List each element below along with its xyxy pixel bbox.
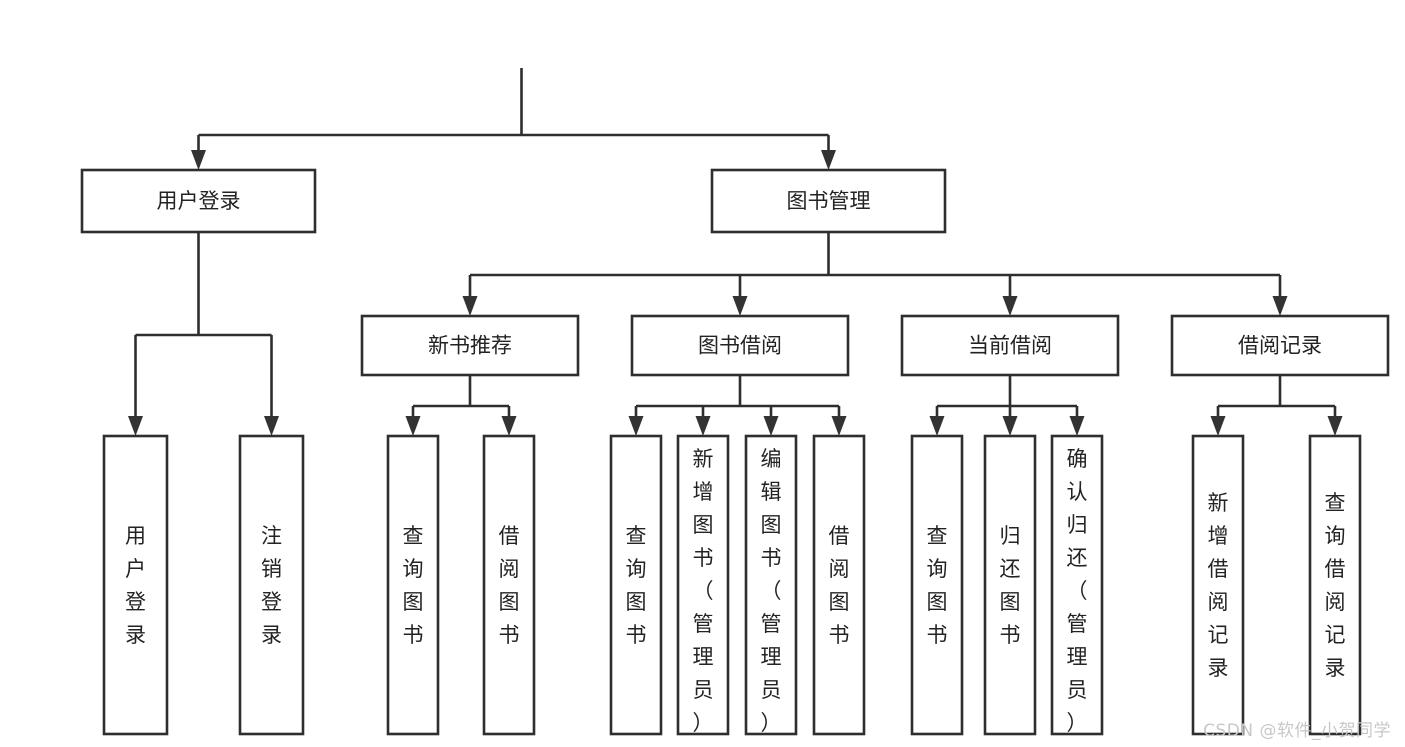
- node-label-leaf-confirm-return-admin: 确认归还（管理员）: [1067, 447, 1088, 735]
- node-user-login[interactable]: 用户登录: [80, 168, 317, 234]
- node-label-leaf-query-book-2: 查询图书: [626, 524, 647, 647]
- node-leaf-borrow-book-1[interactable]: 借阅图书: [482, 434, 536, 736]
- node-box-leaf-borrow-book-1: [482, 434, 536, 736]
- node-box-leaf-user-logout: [238, 434, 305, 736]
- arrowhead-to-leaf-query-book-1: [405, 416, 421, 436]
- node-label-leaf-user-login: 用户登录: [125, 524, 146, 647]
- node-layer: 用户登录图书管理新书推荐图书借阅当前借阅借阅记录用户登录注销登录查询图书借阅图书…: [80, 168, 1390, 736]
- arrowhead-to-new-book-recommend: [462, 296, 478, 316]
- node-box-leaf-user-login: [102, 434, 169, 736]
- node-leaf-return-book[interactable]: 归还图书: [983, 434, 1037, 736]
- node-label-leaf-add-book-admin: 新增图书（管理员）: [693, 447, 714, 735]
- node-box-leaf-add-book-admin: [676, 434, 730, 736]
- arrowhead-to-current-borrow: [1002, 296, 1018, 316]
- node-leaf-confirm-return-admin[interactable]: 确认归还（管理员）: [1050, 434, 1104, 736]
- node-label-leaf-borrow-book-1: 借阅图书: [499, 524, 520, 647]
- node-box-new-book-recommend: [360, 314, 580, 377]
- node-label-leaf-borrow-book-2: 借阅图书: [829, 524, 850, 647]
- node-box-book-manage: [710, 168, 947, 234]
- node-label-leaf-edit-book-admin: 编辑图书（管理员）: [761, 447, 782, 735]
- arrowhead-to-leaf-user-login: [128, 416, 143, 436]
- node-box-leaf-query-borrow-record: [1308, 434, 1362, 736]
- node-label-leaf-query-borrow-record: 查询借阅记录: [1325, 491, 1346, 680]
- arrowhead-to-leaf-confirm-return-admin: [1069, 416, 1085, 436]
- node-box-leaf-edit-book-admin: [744, 434, 798, 736]
- node-label-leaf-query-book-3: 查询图书: [927, 524, 948, 647]
- node-leaf-query-book-2[interactable]: 查询图书: [609, 434, 663, 736]
- node-leaf-borrow-book-2[interactable]: 借阅图书: [812, 434, 866, 736]
- arrowhead-to-leaf-query-borrow-record: [1327, 416, 1343, 436]
- node-leaf-query-book-1[interactable]: 查询图书: [386, 434, 440, 736]
- node-label-book-borrow: 图书借阅: [698, 334, 782, 358]
- node-leaf-edit-book-admin[interactable]: 编辑图书（管理员）: [744, 434, 798, 736]
- node-label-book-manage: 图书管理: [787, 189, 871, 213]
- node-label-current-borrow: 当前借阅: [968, 334, 1052, 358]
- node-box-leaf-query-book-1: [386, 434, 440, 736]
- node-leaf-query-book-3[interactable]: 查询图书: [910, 434, 964, 736]
- arrowhead-to-leaf-add-borrow-record: [1210, 416, 1226, 436]
- arrowhead-to-borrow-record: [1272, 296, 1288, 316]
- arrowhead-to-leaf-add-book-admin: [695, 416, 711, 436]
- node-box-borrow-record: [1170, 314, 1390, 377]
- node-box-leaf-return-book: [983, 434, 1037, 736]
- arrowhead-to-book-borrow: [732, 296, 748, 316]
- node-box-current-borrow: [900, 314, 1120, 377]
- node-label-user-login: 用户登录: [157, 189, 241, 213]
- node-borrow-record[interactable]: 借阅记录: [1170, 314, 1390, 377]
- node-box-leaf-confirm-return-admin: [1050, 434, 1104, 736]
- arrowhead-to-user-login: [191, 150, 206, 170]
- arrowhead-to-leaf-query-book-2: [628, 416, 644, 436]
- node-label-leaf-user-logout: 注销登录: [261, 524, 282, 647]
- node-label-new-book-recommend: 新书推荐: [428, 334, 512, 358]
- node-box-book-borrow: [630, 314, 850, 377]
- arrowhead-to-leaf-edit-book-admin: [763, 416, 779, 436]
- node-box-leaf-query-book-2: [609, 434, 663, 736]
- arrowhead-to-leaf-query-book-3: [929, 416, 945, 436]
- node-label-leaf-add-borrow-record: 新增借阅记录: [1208, 491, 1229, 680]
- node-box-user-login: [80, 168, 317, 234]
- arrowhead-to-book-manage: [821, 150, 836, 170]
- node-book-borrow[interactable]: 图书借阅: [630, 314, 850, 377]
- node-label-borrow-record: 借阅记录: [1238, 334, 1322, 358]
- node-label-leaf-return-book: 归还图书: [1000, 524, 1021, 647]
- arrowhead-to-leaf-user-logout: [264, 416, 279, 436]
- node-leaf-user-logout[interactable]: 注销登录: [238, 434, 305, 736]
- node-current-borrow[interactable]: 当前借阅: [900, 314, 1120, 377]
- node-box-leaf-borrow-book-2: [812, 434, 866, 736]
- node-leaf-add-book-admin[interactable]: 新增图书（管理员）: [676, 434, 730, 736]
- node-new-book-recommend[interactable]: 新书推荐: [360, 314, 580, 377]
- edge-layer: [128, 68, 1343, 436]
- node-leaf-query-borrow-record[interactable]: 查询借阅记录: [1308, 434, 1362, 736]
- node-book-manage[interactable]: 图书管理: [710, 168, 947, 234]
- node-label-leaf-query-book-1: 查询图书: [403, 524, 424, 647]
- node-box-leaf-query-book-3: [910, 434, 964, 736]
- node-leaf-user-login[interactable]: 用户登录: [102, 434, 169, 736]
- arrowhead-to-leaf-return-book: [1002, 416, 1018, 436]
- arrowhead-to-leaf-borrow-book-2: [831, 416, 847, 436]
- node-leaf-add-borrow-record[interactable]: 新增借阅记录: [1191, 434, 1245, 736]
- csdn-watermark: CSDN @软件_小贺同学: [1203, 721, 1391, 741]
- arrowhead-to-leaf-borrow-book-1: [501, 416, 517, 436]
- node-box-leaf-add-borrow-record: [1191, 434, 1245, 736]
